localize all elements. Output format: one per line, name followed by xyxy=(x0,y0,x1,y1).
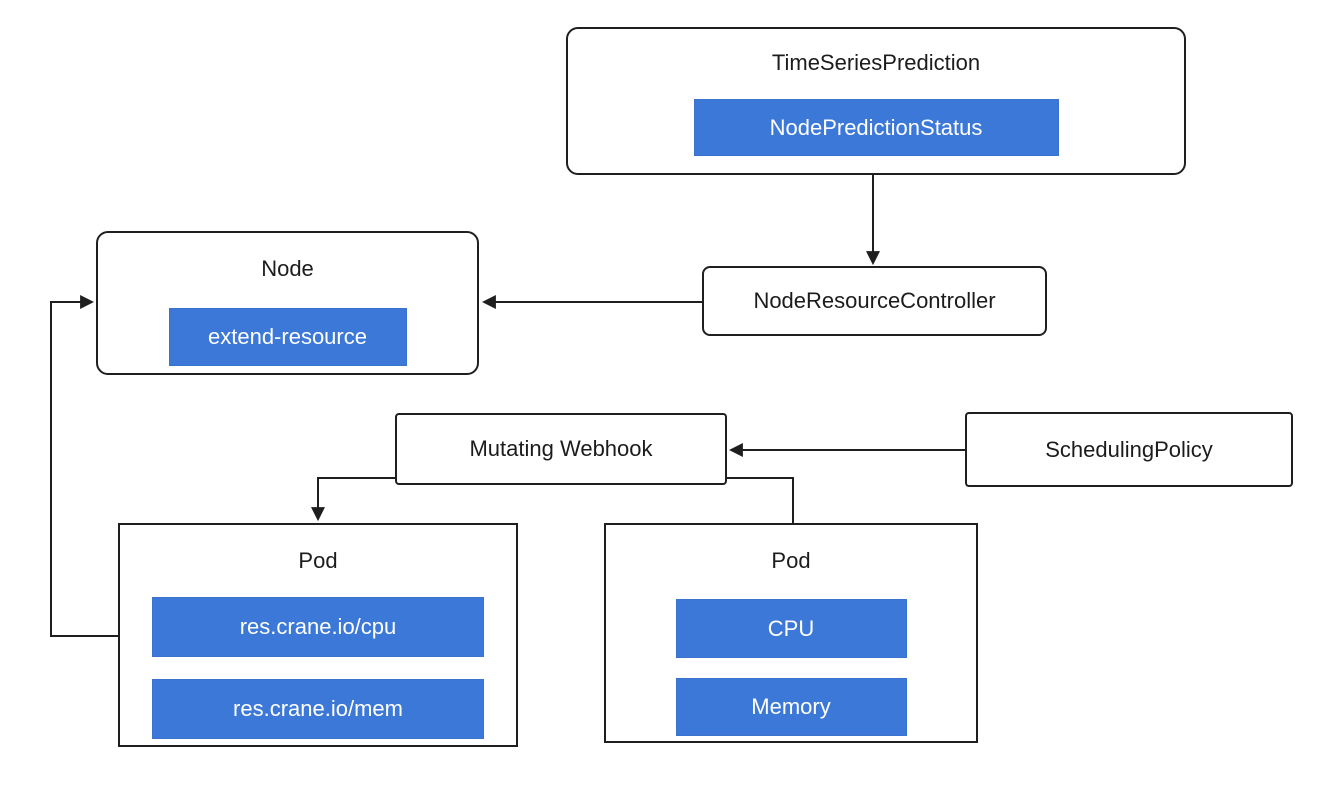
node-mutating-webhook-label: Mutating Webhook xyxy=(469,436,653,461)
badge-extend-resource: extend-resource xyxy=(168,308,407,366)
edge-mutating-webhook-to-pod-right xyxy=(727,477,794,523)
node-time-series-prediction-label: TimeSeriesPrediction xyxy=(771,50,981,75)
node-scheduling-policy: SchedulingPolicy xyxy=(965,412,1293,487)
badge-memory: Memory xyxy=(675,678,907,736)
badge-cpu: CPU xyxy=(675,599,907,658)
node-pod-left: Pod res.crane.io/cpu res.crane.io/mem xyxy=(118,523,518,747)
node-pod-right-label: Pod xyxy=(771,548,811,573)
node-scheduling-policy-label: SchedulingPolicy xyxy=(1045,436,1213,462)
badge-node-prediction-status: NodePredictionStatus xyxy=(693,99,1059,156)
node-mutating-webhook: Mutating Webhook xyxy=(395,413,727,485)
node-node-resource-controller: NodeResourceController xyxy=(702,266,1047,336)
edge-mutating-webhook-to-pod-left xyxy=(311,477,395,522)
node-pod-left-label: Pod xyxy=(298,548,338,573)
node-node: Node extend-resource xyxy=(96,231,479,375)
node-pod-right: Pod CPU Memory xyxy=(604,523,978,743)
badge-res-crane-io-cpu: res.crane.io/cpu xyxy=(152,597,484,657)
node-time-series-prediction: TimeSeriesPrediction NodePredictionStatu… xyxy=(566,27,1186,175)
node-node-label: Node xyxy=(261,256,314,281)
node-node-resource-controller-label: NodeResourceController xyxy=(753,288,996,313)
badge-res-crane-io-mem: res.crane.io/mem xyxy=(152,679,484,739)
